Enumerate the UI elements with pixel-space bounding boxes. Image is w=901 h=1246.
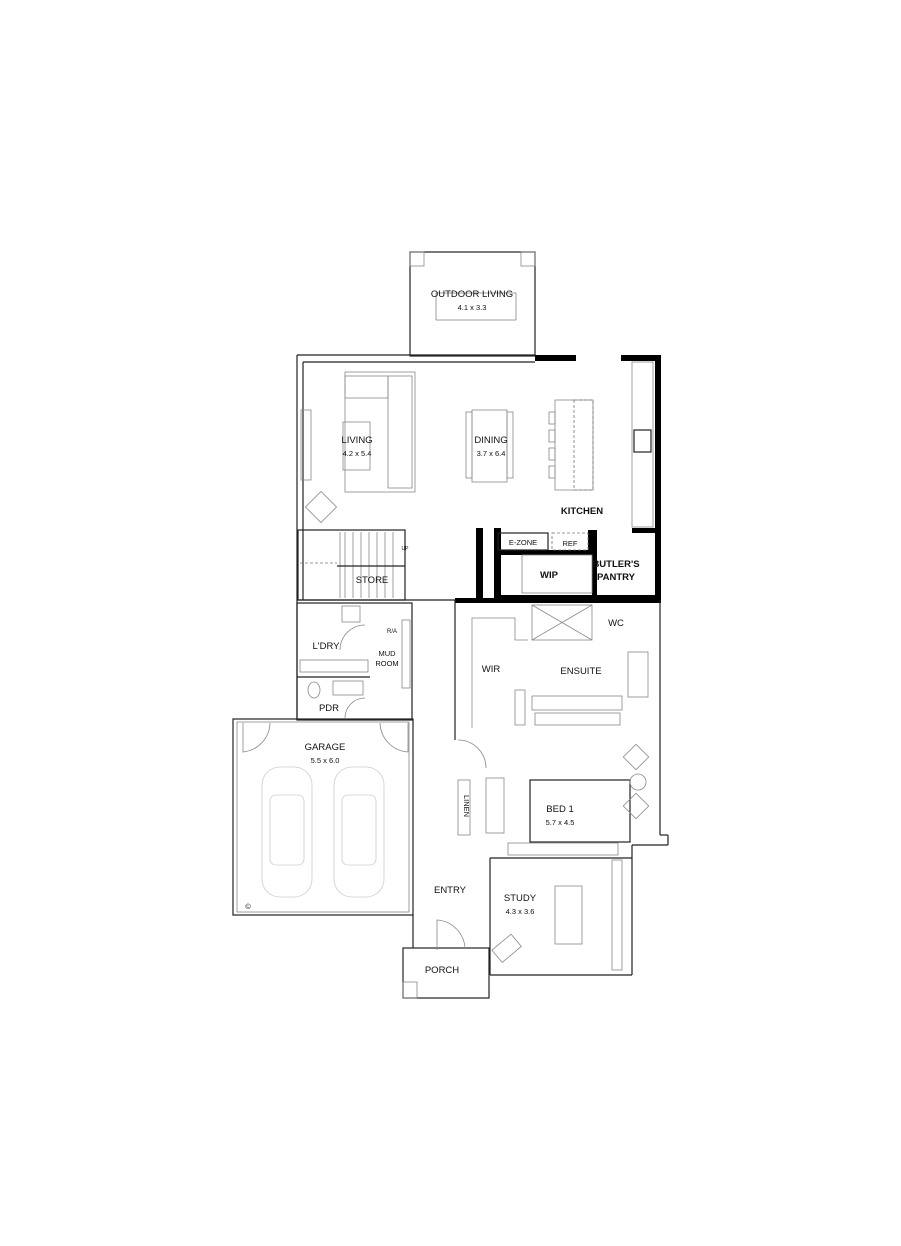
butlers-pantry-label-2: PANTRY bbox=[597, 572, 636, 583]
ensuite-label: ENSUITE bbox=[560, 666, 601, 677]
master-suite bbox=[454, 600, 669, 975]
kitchen-label: KITCHEN bbox=[561, 506, 603, 517]
dining-size: 3.7 x 6.4 bbox=[477, 449, 506, 458]
garage-size: 5.5 x 6.0 bbox=[311, 756, 340, 765]
living-size: 4.2 x 5.4 bbox=[343, 449, 372, 458]
ezone-label: E-ZONE bbox=[509, 538, 537, 547]
kitchen-island bbox=[548, 361, 654, 528]
wip-label: WIP bbox=[540, 570, 559, 581]
mud-room-label-2: ROOM bbox=[375, 659, 398, 668]
outdoor-living-label: OUTDOOR LIVING bbox=[431, 289, 513, 300]
bed1-size: 5.7 x 4.5 bbox=[546, 818, 575, 827]
study-label: STUDY bbox=[504, 893, 537, 904]
bed1-label: BED 1 bbox=[546, 804, 573, 815]
ezone-box bbox=[497, 532, 549, 551]
garage-label: GARAGE bbox=[305, 742, 346, 753]
entry-label: ENTRY bbox=[434, 885, 467, 896]
living-furniture bbox=[300, 371, 416, 524]
wir-label: WIR bbox=[482, 664, 501, 675]
ref-box bbox=[551, 532, 589, 551]
store-label: STORE bbox=[356, 575, 389, 586]
dining-table bbox=[465, 409, 514, 483]
ref-label: REF bbox=[563, 539, 578, 548]
study-entry bbox=[402, 858, 632, 999]
staircase bbox=[297, 529, 406, 601]
mud-room-label-1: MUD bbox=[378, 649, 396, 658]
outdoor-living-size: 4.1 x 3.3 bbox=[458, 303, 487, 312]
garage bbox=[232, 718, 414, 916]
stair-up-label: UP bbox=[402, 546, 410, 552]
ra-label: R/A bbox=[387, 629, 397, 635]
main-walls bbox=[296, 354, 661, 720]
outdoor-living-area bbox=[409, 251, 536, 357]
laundry-label: L'DRY bbox=[313, 641, 341, 652]
copyright-mark: © bbox=[245, 902, 251, 911]
living-label: LIVING bbox=[341, 435, 372, 446]
study-size: 4.3 x 3.6 bbox=[506, 907, 535, 916]
linen-label: LINEN bbox=[462, 795, 471, 817]
porch-label: PORCH bbox=[425, 965, 459, 976]
wip-shelves bbox=[521, 554, 593, 594]
service-rooms bbox=[296, 602, 413, 721]
dining-label: DINING bbox=[474, 435, 507, 446]
pdr-label: PDR bbox=[319, 703, 339, 714]
wc-label: WC bbox=[608, 618, 624, 629]
butlers-pantry-label-1: BUTLER'S bbox=[592, 559, 639, 570]
